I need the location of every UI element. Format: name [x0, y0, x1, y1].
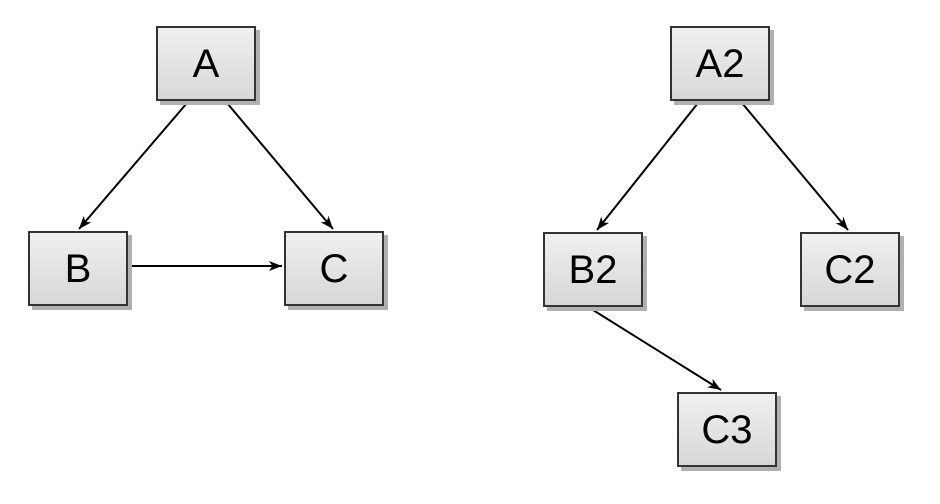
- node-C3[interactable]: C3: [677, 392, 777, 467]
- node-B[interactable]: B: [28, 231, 128, 306]
- node-C[interactable]: C: [284, 231, 384, 306]
- edge-A2-B2[interactable]: [596, 102, 699, 231]
- node-label: B2: [568, 247, 618, 292]
- node-label: C2: [824, 247, 876, 292]
- edge-A-B[interactable]: [78, 102, 188, 230]
- edge-B2-C3[interactable]: [592, 309, 722, 391]
- edge-A-C[interactable]: [226, 102, 334, 230]
- node-B2[interactable]: B2: [543, 232, 643, 307]
- node-A[interactable]: A: [156, 26, 256, 101]
- node-label: A2: [695, 41, 745, 86]
- node-A2[interactable]: A2: [670, 26, 770, 101]
- node-label: A: [192, 41, 220, 86]
- node-label: C3: [701, 407, 753, 452]
- node-C2[interactable]: C2: [800, 232, 900, 307]
- node-label: C: [319, 246, 349, 291]
- node-label: B: [64, 246, 92, 291]
- edge-A2-C2[interactable]: [741, 102, 849, 231]
